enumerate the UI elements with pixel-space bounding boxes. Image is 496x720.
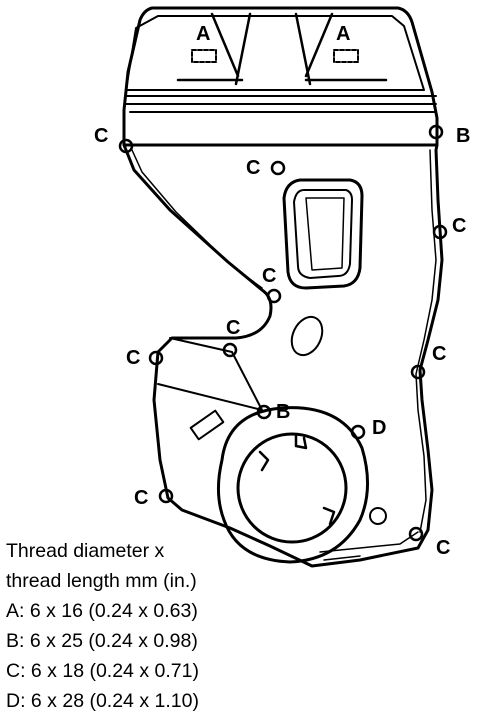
bolt-c-right-upper (432, 224, 448, 240)
lower-rib-lines (319, 531, 419, 561)
lower-cover-right-flange (415, 149, 437, 533)
legend-title-line1: Thread diameter x (6, 540, 165, 562)
label-c-lower-left: C (134, 487, 148, 509)
crank-housing-outer (217, 406, 370, 564)
brace-lines (157, 337, 263, 411)
crank-opening (236, 432, 348, 544)
bolt-b-center (256, 404, 272, 420)
label-c-right-upper: C (452, 215, 466, 237)
bolt-c-center-left (266, 288, 282, 304)
center-window-outer (282, 178, 364, 290)
small-hole (369, 507, 387, 525)
crank-keyway (258, 434, 336, 526)
bolt-c-upper-left (118, 138, 134, 154)
label-c-upper-left: C (94, 125, 108, 147)
label-a-right: A (336, 23, 350, 45)
lower-cover-inner-edge (131, 149, 263, 289)
lower-cover-outline (122, 143, 444, 568)
upper-cover-rib-left (176, 12, 252, 86)
label-c-left-middle: C (126, 347, 140, 369)
label-c-middle: C (226, 317, 240, 339)
bolt-c-lower-left (158, 488, 174, 504)
bolt-d-right (350, 424, 366, 440)
center-window-lip (305, 197, 345, 271)
upper-cover-inner-outline (125, 15, 425, 91)
label-c-lower-right: C (436, 537, 450, 559)
center-window-inner (293, 189, 353, 279)
legend-row-a: A: 6 x 16 (0.24 x 0.63) (6, 600, 198, 622)
upper-cover-rib-right (294, 12, 388, 86)
label-c-right-middle: C (432, 343, 446, 365)
bolt-a-right-recess (333, 49, 359, 63)
label-b-center: B (276, 401, 290, 423)
upper-cover-outline (122, 6, 439, 147)
slot-left (189, 409, 225, 441)
label-c-center-left: C (262, 265, 276, 287)
bolt-c-left-middle (148, 350, 164, 366)
label-d-right: D (372, 417, 386, 439)
bolt-a-left-recess (191, 49, 217, 63)
label-b-upper-right: B (456, 125, 470, 147)
legend-row-c: C: 6 x 18 (0.24 x 0.71) (6, 660, 199, 682)
upper-cover-lower-band (125, 95, 437, 113)
label-c-upper-center: C (246, 157, 260, 179)
bolt-c-lower-right (408, 526, 424, 542)
oval-boss (290, 315, 324, 357)
legend-row-d: D: 6 x 28 (0.24 x 1.10) (6, 690, 199, 712)
legend-title-line2: thread length mm (in.) (6, 570, 197, 592)
thread-spec-legend: Thread diameter x thread length mm (in.)… (6, 536, 199, 716)
bolt-c-middle (222, 342, 238, 358)
bolt-b-upper-right (428, 124, 444, 140)
bolt-c-upper-center (270, 160, 286, 176)
bolt-c-right-middle (410, 364, 426, 380)
label-a-left: A (196, 23, 210, 45)
legend-row-b: B: 6 x 25 (0.24 x 0.98) (6, 630, 198, 652)
